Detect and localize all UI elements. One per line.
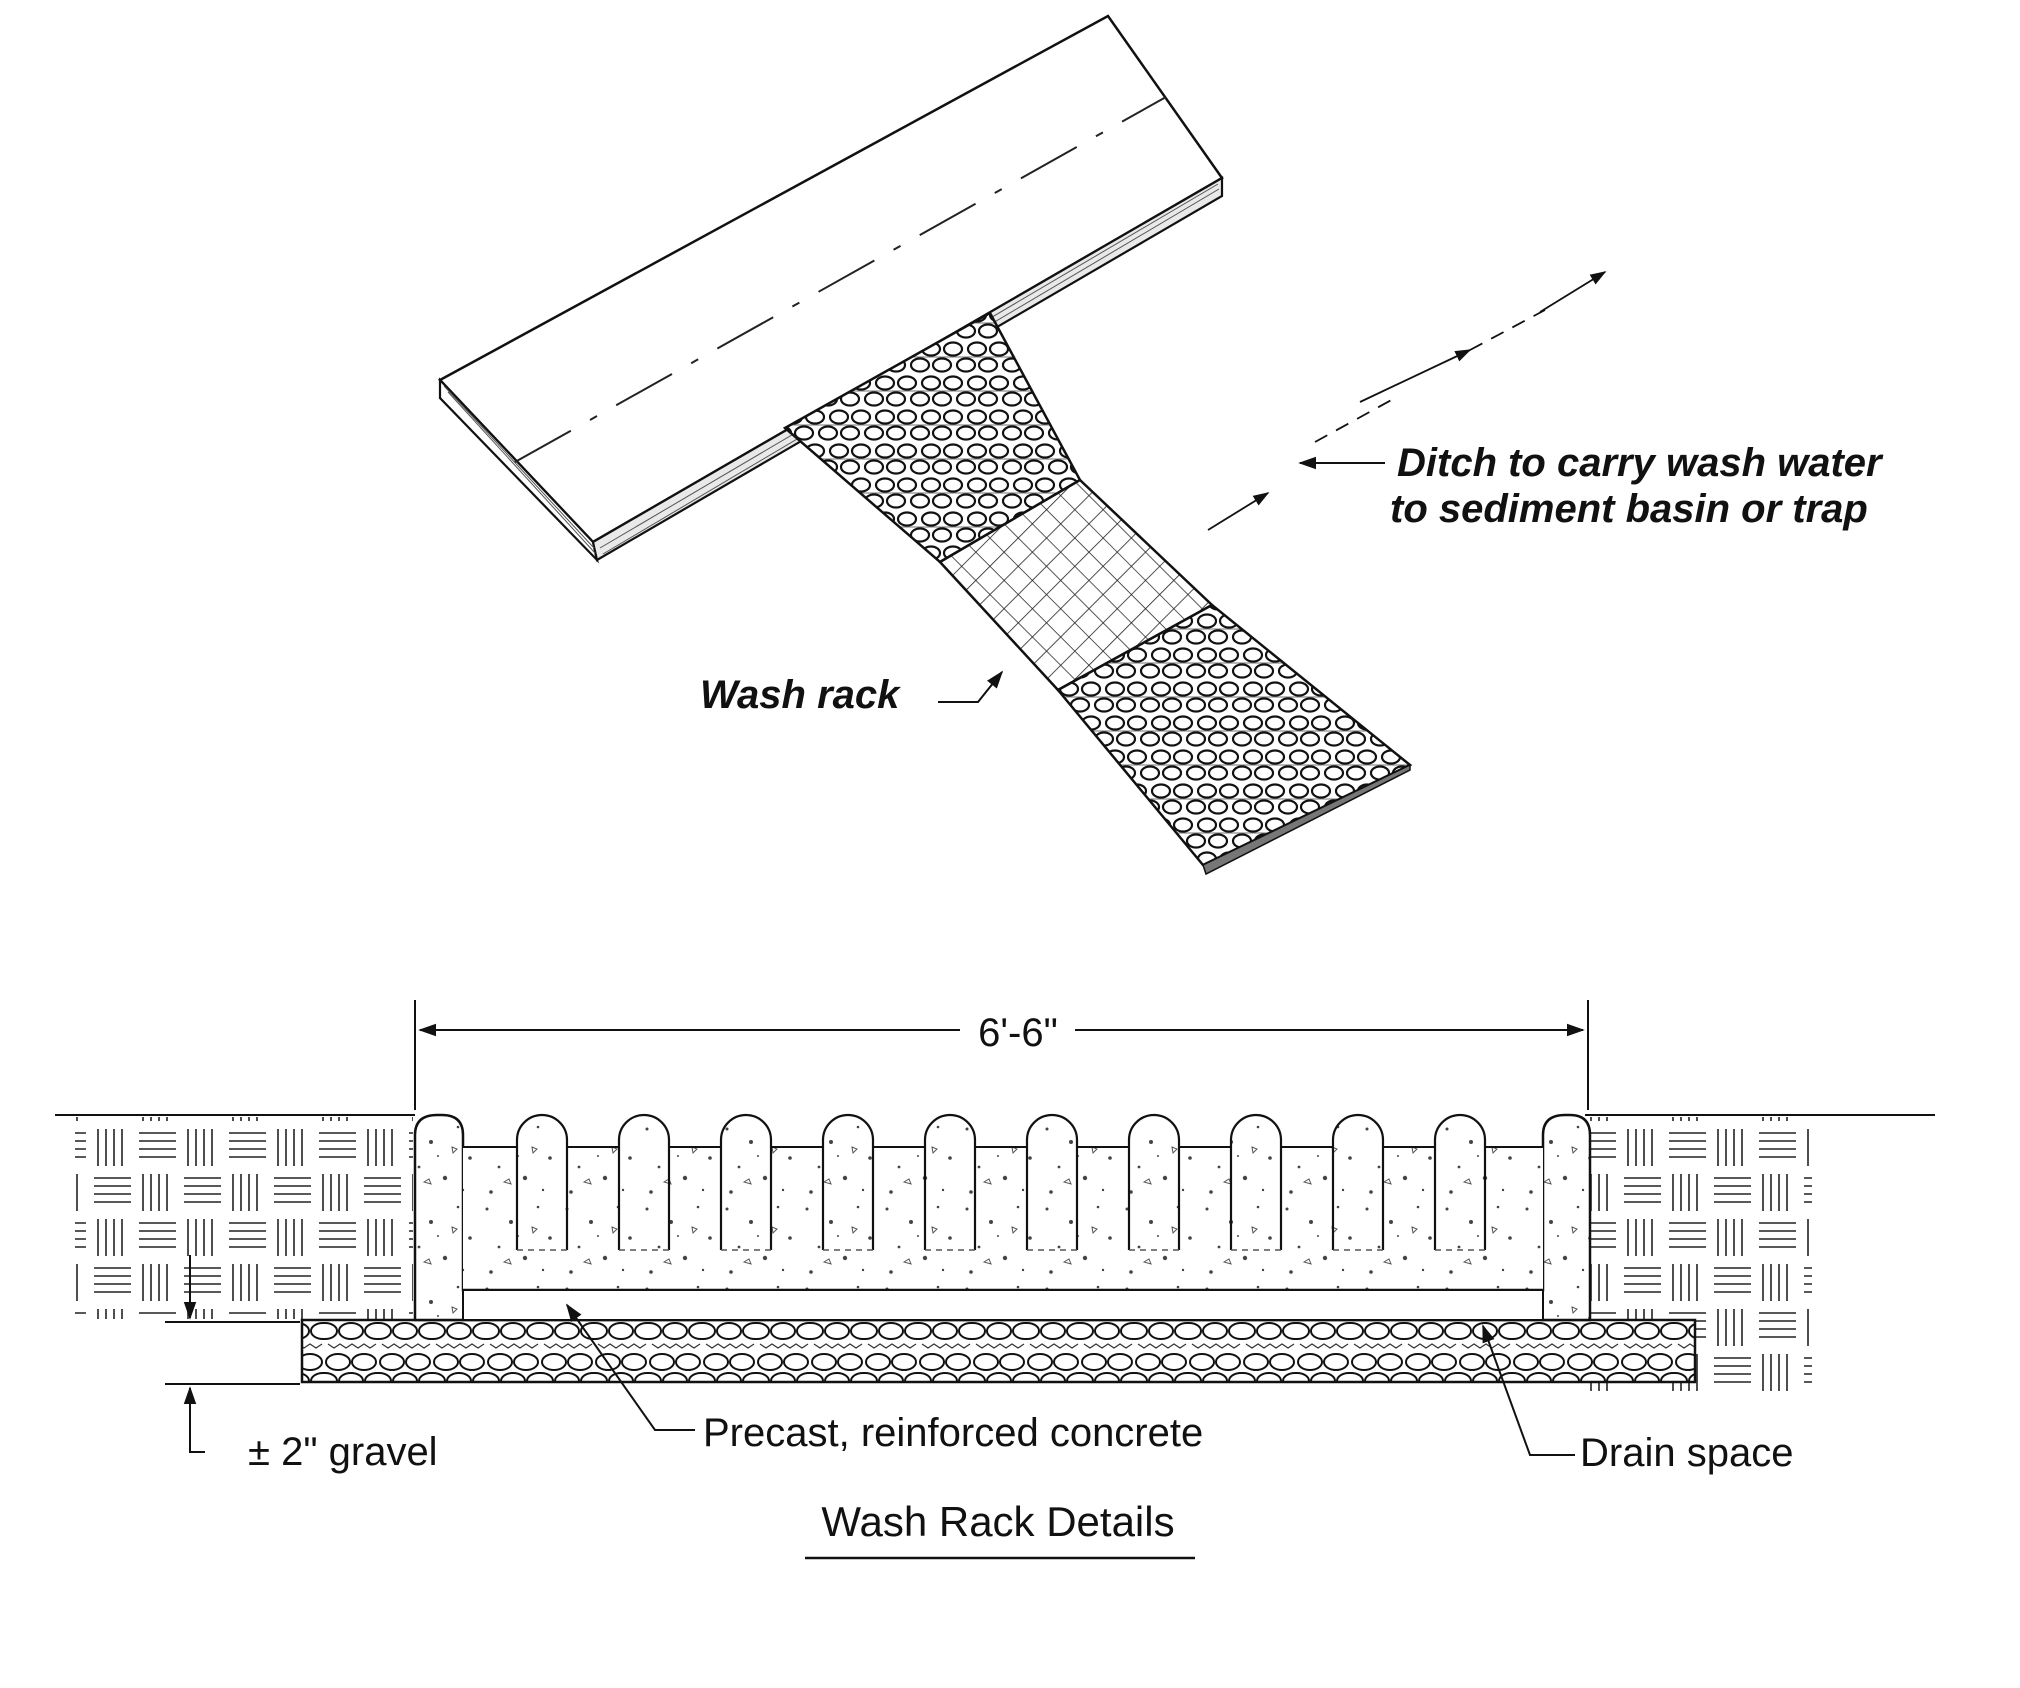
- drain-leader: [1482, 1324, 1575, 1456]
- section-view: 6'-6" ± 2" gravel Precast, reinforced co…: [55, 1000, 1935, 1560]
- wash-rack-label: Wash rack: [700, 673, 901, 717]
- gravel-dimension: [165, 1255, 300, 1453]
- ditch-label-line2: to sediment basin or trap: [1390, 487, 1868, 531]
- road-slab: [437, 14, 1224, 564]
- rack-slot: [1229, 1113, 1283, 1250]
- details-title: Wash Rack Details: [821, 1498, 1174, 1545]
- drain-label: Drain space: [1580, 1431, 1793, 1475]
- rack-slot: [1331, 1113, 1385, 1250]
- ditch-flow-line: [1207, 271, 1607, 531]
- gravel-bed: [300, 1318, 1697, 1384]
- entrance-pad: [782, 311, 1413, 876]
- rack-slot: [1025, 1113, 1079, 1250]
- rack-slot: [617, 1113, 671, 1250]
- drain-space-void: [462, 1289, 1544, 1321]
- concrete-label: Precast, reinforced concrete: [703, 1411, 1203, 1455]
- rack-slot: [821, 1113, 875, 1250]
- gravel-label: ± 2" gravel: [248, 1430, 438, 1474]
- ditch-label-line1: Ditch to carry wash water: [1397, 441, 1884, 485]
- precast-concrete-rack: [413, 1113, 1592, 1322]
- rack-slot: [1433, 1113, 1487, 1250]
- rack-slot: [719, 1113, 773, 1250]
- rack-slot: [515, 1113, 569, 1250]
- rack-slot: [923, 1113, 977, 1250]
- soil-left: [75, 1117, 413, 1319]
- isometric-view: Ditch to carry wash water to sediment ba…: [437, 14, 1884, 876]
- rack-slots: [515, 1113, 1487, 1251]
- wash-rack-leader: [938, 670, 1004, 703]
- road-centerline: [514, 96, 1167, 463]
- rack-slot: [1127, 1113, 1181, 1250]
- concrete-leader: [565, 1303, 695, 1431]
- width-dimension-label: 6'-6": [978, 1011, 1058, 1055]
